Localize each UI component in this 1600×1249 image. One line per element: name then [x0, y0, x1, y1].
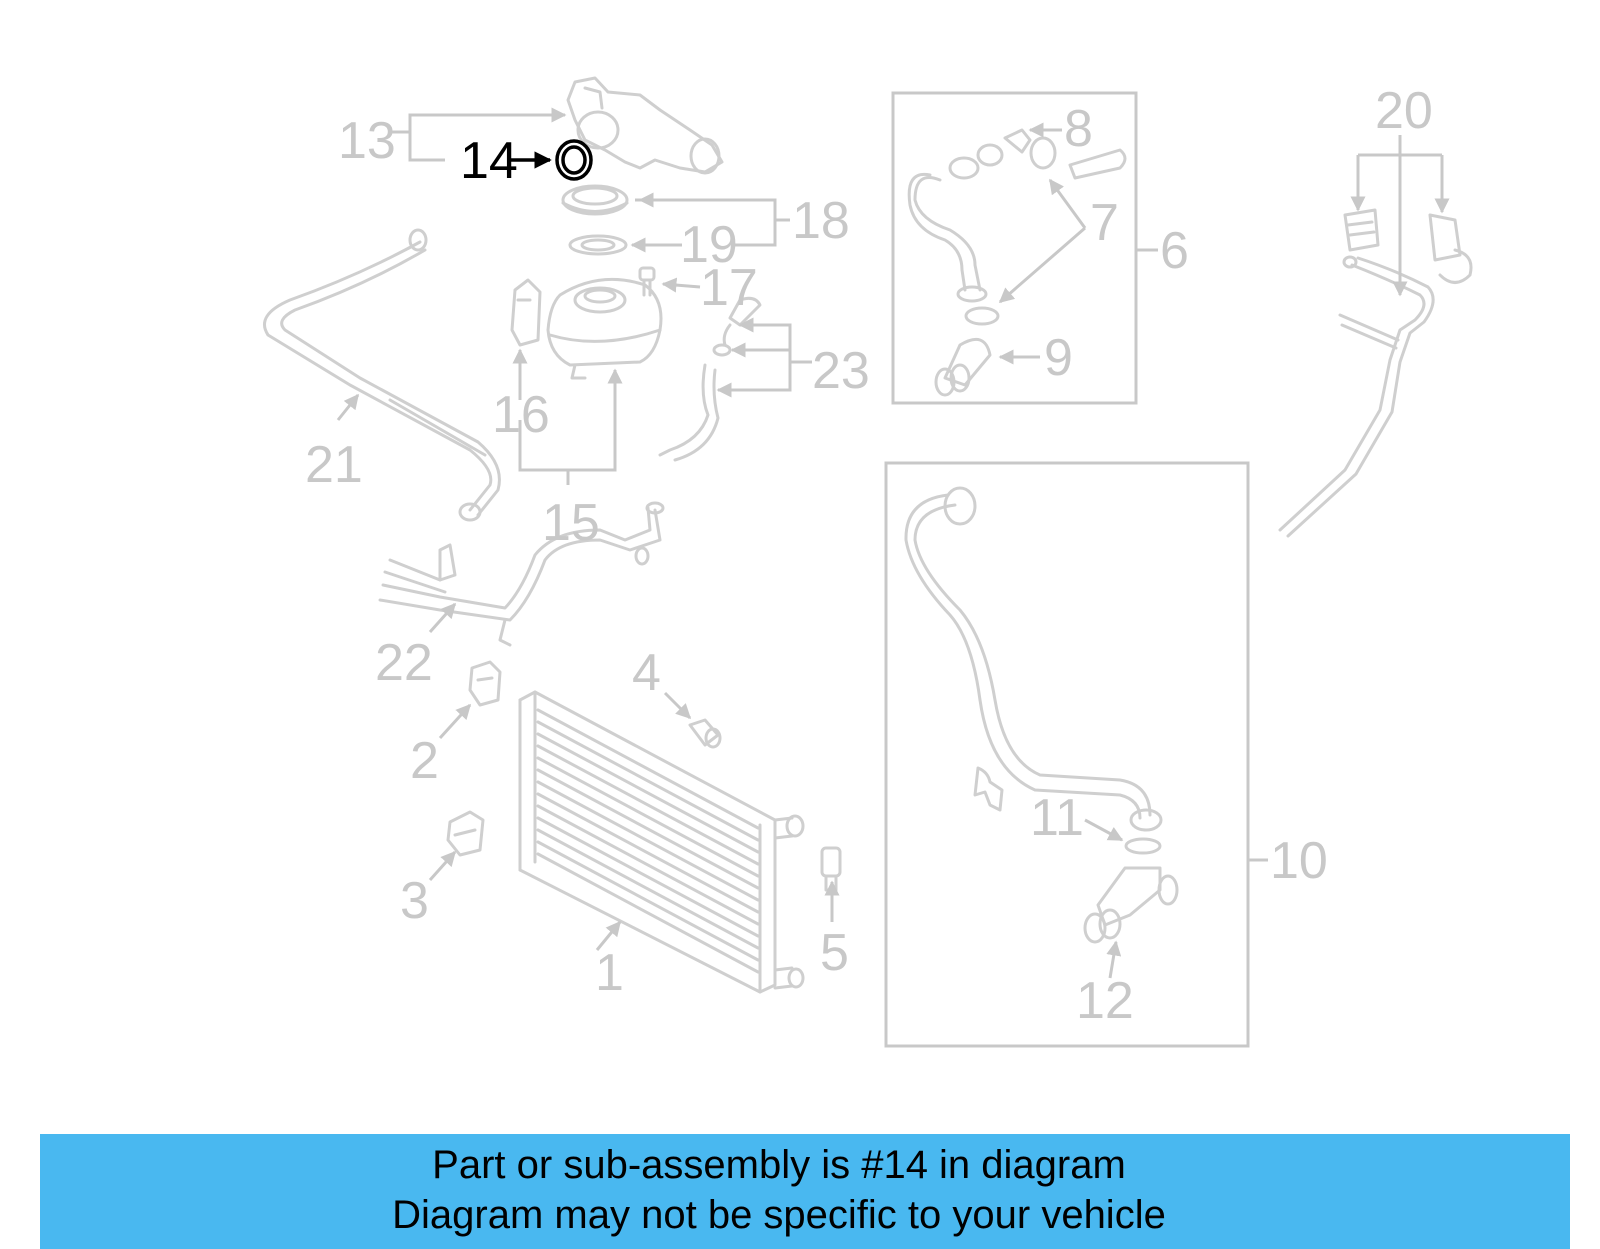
callout-3: 3 [400, 872, 429, 930]
part-15-expansion-tank [546, 277, 663, 380]
part-17-bolt [638, 266, 656, 297]
part-7-hose [907, 136, 1127, 303]
part-2-bracket [468, 660, 502, 707]
part-11-clamp [1124, 837, 1162, 855]
part-3-bracket [446, 810, 485, 857]
banner-line-1: Part or sub-assembly is #14 in diagram [432, 1143, 1126, 1187]
callout-14: 14 [460, 132, 518, 190]
callout-15: 15 [542, 494, 600, 552]
part-22-pipe [378, 501, 665, 647]
part-8-clamp [1003, 128, 1032, 154]
callout-11: 11 [1030, 789, 1084, 847]
callout-5: 5 [820, 924, 849, 982]
info-banner: Part or sub-assembly is #14 in diagram D… [40, 1134, 1570, 1249]
callout-19: 19 [680, 216, 738, 274]
part-12-tee [1083, 866, 1179, 944]
callout-21: 21 [305, 436, 363, 494]
callout-12: 12 [1076, 972, 1134, 1030]
part-1-radiator [518, 690, 805, 994]
part-4-sensor [688, 718, 722, 749]
part-20-heater-hoses [1278, 208, 1473, 538]
part-14-o-ring[interactable] [555, 139, 593, 181]
callout-8: 8 [1064, 100, 1093, 158]
callout-18: 18 [792, 192, 850, 250]
part-13-coolant-flange [566, 76, 724, 175]
group-10-box [884, 461, 1250, 1048]
callout-2: 2 [410, 732, 439, 790]
callout-22: 22 [375, 634, 433, 692]
callout-10: 10 [1270, 832, 1328, 890]
group-6-box [891, 91, 1138, 405]
part-21-hose [263, 228, 501, 522]
callout-20: 20 [1375, 82, 1433, 140]
callout-9: 9 [1044, 329, 1073, 387]
part-10-lower-hose [904, 486, 1163, 832]
callout-16: 16 [492, 386, 550, 444]
part-16-bracket [510, 278, 542, 347]
callout-labels: 1 2 3 4 5 6 7 8 9 10 11 12 13 15 16 17 1… [305, 82, 1433, 1030]
callout-7: 7 [1090, 194, 1119, 252]
banner-line-2: Diagram may not be specific to your vehi… [392, 1193, 1166, 1237]
callout-23: 23 [812, 342, 870, 400]
callout-4: 4 [632, 644, 661, 702]
callout-13: 13 [338, 112, 396, 170]
leader-lines [336, 107, 1450, 979]
callout-17: 17 [700, 259, 758, 317]
part-23-hoses [658, 296, 762, 462]
callout-1: 1 [595, 944, 624, 1002]
part-9-elbow [934, 306, 1000, 397]
callout-6: 6 [1160, 222, 1189, 280]
part-18-cap [561, 184, 629, 216]
part-19-cap-seal [568, 234, 628, 256]
